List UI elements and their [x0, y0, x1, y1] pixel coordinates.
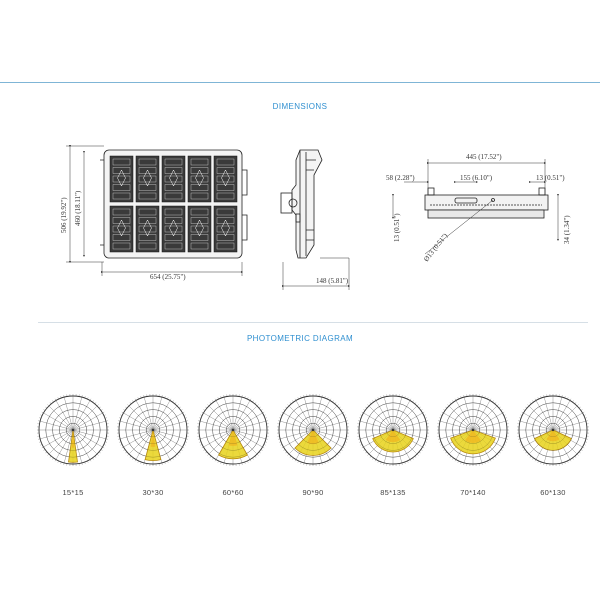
- polar-diagram: [437, 394, 509, 466]
- photometric-label: 30*30: [142, 488, 163, 497]
- mount-slot-label: 155 (6.10"): [460, 174, 493, 182]
- mount-length-label: 445 (17.52"): [466, 153, 502, 161]
- section-divider: [38, 322, 588, 323]
- dimension-drawings: 506 (19.92") 460 (18.11") 654 (25.75") 1…: [60, 145, 571, 290]
- front-height-total-label: 506 (19.92"): [60, 197, 68, 233]
- led-module: [213, 155, 238, 203]
- led-module: [135, 205, 160, 253]
- beam-core: [150, 430, 156, 447]
- mount-offset-left-label: 58 (2.28"): [386, 174, 415, 182]
- front-height-body-label: 460 (18.11"): [74, 190, 82, 226]
- polar-diagram: [517, 394, 589, 466]
- side-depth-label: 148 (5.81"): [316, 277, 349, 285]
- photometric-label: 90*90: [302, 488, 323, 497]
- polar-diagram: [117, 394, 189, 466]
- led-module: [161, 155, 186, 203]
- polar-diagram: [197, 394, 269, 466]
- led-module: [109, 155, 134, 203]
- beam-core: [546, 430, 560, 442]
- beam-core: [464, 430, 482, 444]
- polar-diagram: [277, 394, 349, 466]
- beam-core: [228, 430, 238, 446]
- front-width-label: 654 (25.75"): [150, 273, 186, 281]
- mount-thickness-label: 13 (0.51"): [393, 213, 401, 242]
- mount-offset-right-label: 13 (0.51"): [536, 174, 565, 182]
- dimensions-heading: DIMENSIONS: [272, 102, 328, 111]
- polar-diagram: [37, 394, 109, 466]
- beam-core: [385, 430, 401, 443]
- led-module: [187, 155, 212, 203]
- polar-diagram: [357, 394, 429, 466]
- photometric-label: 60*60: [222, 488, 243, 497]
- beam-core: [307, 430, 319, 445]
- led-module: [135, 155, 160, 203]
- photometric-label: 70*140: [460, 488, 486, 497]
- side-view-drawing: [280, 149, 323, 259]
- top-divider: [0, 82, 600, 83]
- photometric-heading: PHOTOMETRIC DIAGRAM: [246, 334, 354, 343]
- mount-bracket-drawing: [424, 187, 549, 219]
- front-view-drawing: [100, 149, 248, 259]
- led-module: [187, 205, 212, 253]
- photometric-label: 85*135: [380, 488, 406, 497]
- led-module: [213, 205, 238, 253]
- mount-height-right-label: 34 (1.34"): [563, 215, 571, 244]
- photometric-label: 60*130: [540, 488, 566, 497]
- led-module: [161, 205, 186, 253]
- beam-core: [71, 430, 75, 448]
- led-module: [109, 205, 134, 253]
- photometric-label: 15*15: [62, 488, 83, 497]
